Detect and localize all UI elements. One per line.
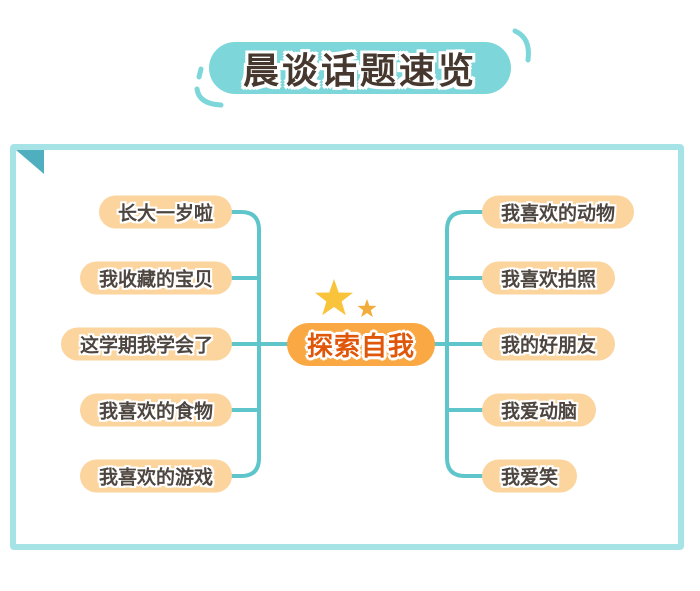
branch-node-right-4: 我爱动脑	[482, 393, 597, 427]
branch-node-right-2: 我喜欢拍照	[482, 261, 616, 295]
branch-label: 我喜欢的游戏	[98, 466, 213, 489]
accent-arc-right-icon	[512, 28, 531, 63]
branch-label: 我收藏的宝贝	[98, 268, 213, 291]
branch-node-left-4: 我喜欢的食物	[79, 393, 232, 427]
branch-label: 我喜欢拍照	[501, 268, 597, 291]
branch-node-left-1: 长大一岁啦	[98, 195, 232, 229]
accent-arc-left-icon	[194, 86, 224, 108]
branch-label: 我喜欢的食物	[98, 400, 213, 423]
star-small-icon	[357, 299, 377, 318]
branch-node-right-5: 我爱笑	[482, 459, 578, 493]
branch-node-left-3: 这学期我学会了	[60, 327, 232, 361]
branch-label: 这学期我学会了	[79, 334, 213, 357]
branch-node-left-5: 我喜欢的游戏	[79, 459, 232, 493]
branch-label: 长大一岁啦	[117, 202, 213, 225]
branch-label: 我爱笑	[501, 466, 559, 489]
page-title: 晨谈话题速览	[242, 51, 477, 92]
center-topic-node: 探索自我	[287, 323, 436, 366]
star-large-icon	[315, 279, 353, 316]
branch-node-right-3: 我的好朋友	[482, 327, 616, 361]
title-banner: 晨谈话题速览	[209, 42, 511, 94]
branch-node-left-2: 我收藏的宝贝	[79, 261, 232, 295]
center-topic-label: 探索自我	[307, 332, 416, 362]
branch-label: 我喜欢的动物	[501, 202, 616, 225]
folded-corner-icon	[16, 150, 44, 174]
branch-node-right-1: 我喜欢的动物	[482, 195, 635, 229]
branch-label: 我爱动脑	[501, 400, 578, 423]
branch-label: 我的好朋友	[501, 334, 597, 357]
accent-dash-icon	[196, 66, 204, 80]
